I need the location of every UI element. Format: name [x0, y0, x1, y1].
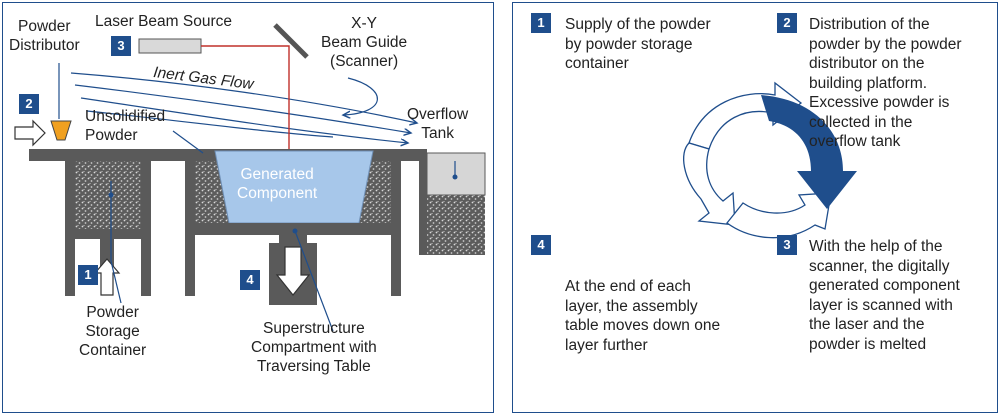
label-superstructure: Superstructure Compartment with Traversi…	[251, 320, 377, 375]
label-unsolidified-powder: Unsolidified Powder	[85, 108, 166, 144]
process-cycle	[683, 81, 857, 239]
beam-guide-mirror	[273, 23, 309, 59]
powder-storage-right-wall	[141, 161, 151, 296]
powder-storage-left-wall	[65, 161, 75, 296]
step-3-badge: 3	[777, 235, 797, 255]
step-2-text: Distribution of the powder by the powder…	[809, 16, 962, 150]
table-down-arrow	[275, 246, 311, 296]
label-powder-storage-container: Powder Storage Container	[79, 304, 147, 359]
build-chamber-left-wall	[185, 161, 195, 296]
step-4-badge: 4	[531, 235, 551, 255]
step-2-badge: 2	[777, 13, 797, 33]
leader-lines	[58, 63, 456, 332]
overflow-tank-empty	[426, 152, 486, 196]
traversing-table-rod	[279, 235, 307, 243]
distributor-push-arrow	[14, 119, 46, 147]
laser-beam-source	[138, 38, 202, 54]
laser-beam	[201, 45, 290, 153]
badge-1-left: 1	[78, 265, 98, 285]
traversing-table	[195, 223, 391, 235]
powder-distributor	[50, 120, 72, 141]
powder-storage-piston	[75, 229, 141, 239]
label-generated-component: Generated Component	[237, 166, 318, 202]
inert-gas-flow-lines	[70, 72, 417, 143]
label-powder-distributor: Powder Distributor	[9, 18, 80, 54]
powder-storage-powder	[75, 161, 141, 229]
label-overflow-tank: Overflow Tank	[407, 106, 469, 142]
badge-3-left: 3	[111, 36, 131, 56]
label-beam-guide: X-Y Beam Guide (Scanner)	[321, 15, 408, 70]
step-4-text: At the end of each layer, the assembly t…	[565, 278, 721, 354]
machine-diagram-panel: Powder Distributor Laser Beam Source X-Y…	[2, 2, 494, 413]
badge-4-left: 4	[240, 270, 260, 290]
step-1-text: Supply of the powder by powder storage c…	[565, 16, 711, 72]
overflow-tank-powder	[427, 195, 485, 255]
overflow-tank-left-wall	[419, 149, 427, 255]
machine-diagram	[14, 23, 486, 332]
process-steps-panel: 1 Supply of the powder by powder storage…	[512, 2, 998, 413]
step-3-text: With the help of the scanner, the digita…	[809, 238, 960, 353]
label-laser-beam-source: Laser Beam Source	[95, 13, 232, 30]
cycle-arrows-outline	[683, 81, 832, 239]
badge-2-left: 2	[19, 94, 39, 114]
active-cycle-arrow	[761, 95, 857, 209]
step-1-badge: 1	[531, 13, 551, 33]
build-chamber-right-wall	[391, 161, 401, 296]
